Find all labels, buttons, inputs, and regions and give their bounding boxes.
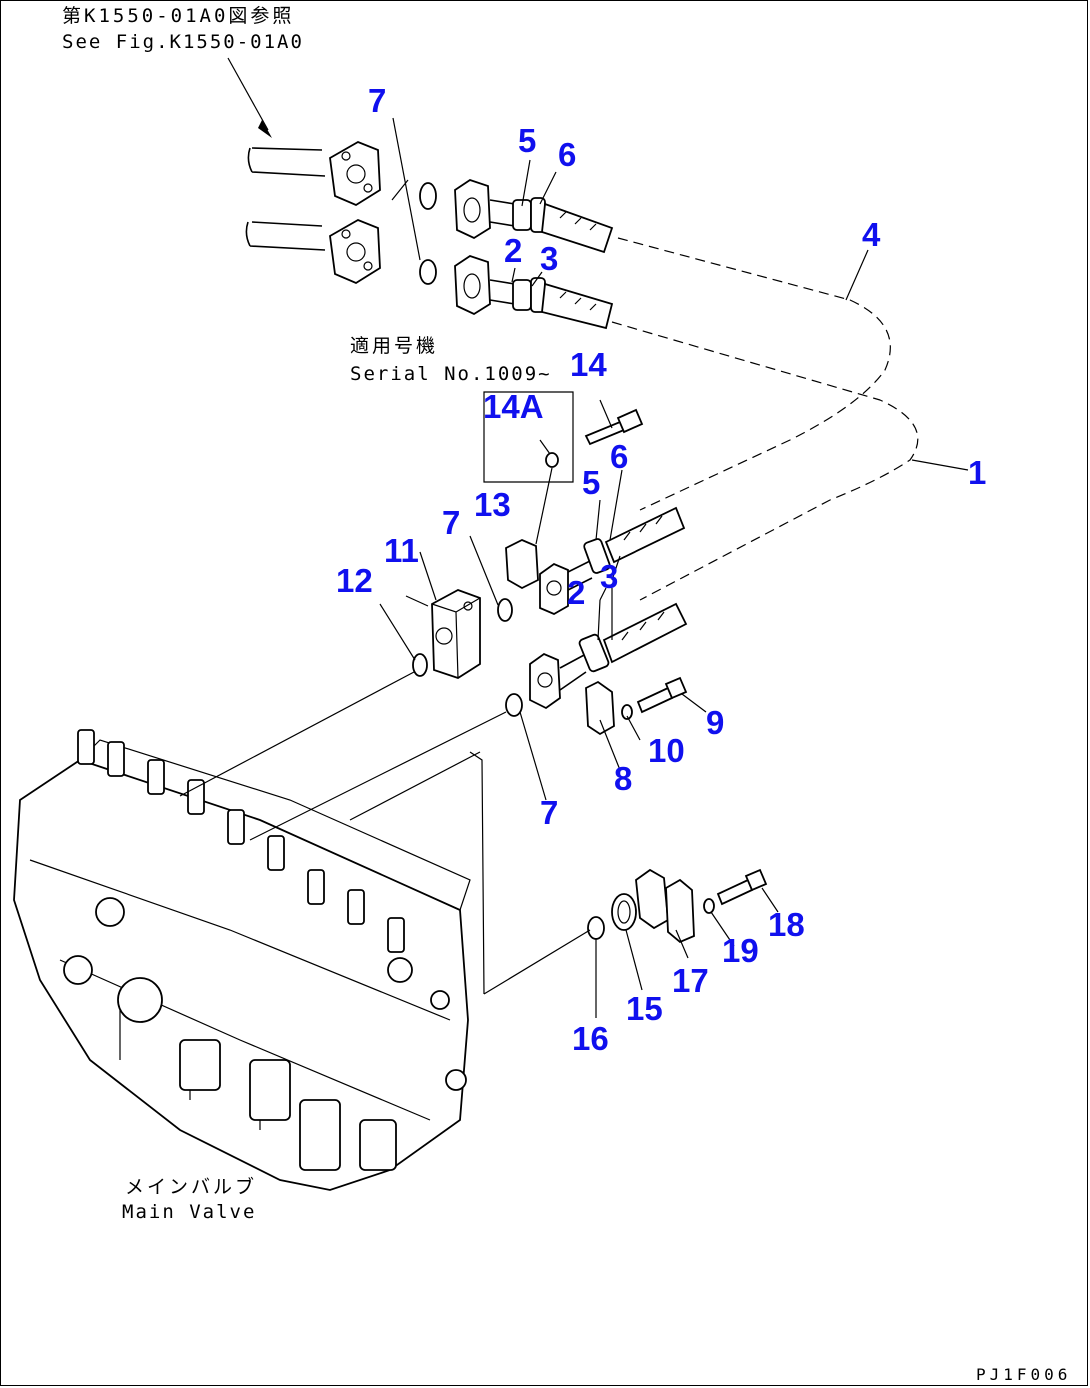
callout-5-mid: 5	[582, 464, 600, 501]
existing-pipe-lower	[245, 219, 381, 285]
callout-14: 14	[570, 346, 607, 383]
hose-fitting-upper-a	[454, 179, 614, 254]
o-ring-16	[587, 916, 605, 940]
existing-pipe-upper	[247, 141, 381, 207]
callout-7-top: 7	[368, 82, 386, 119]
main-valve-body	[13, 729, 471, 1191]
callout-5-top: 5	[518, 122, 536, 159]
callout-17: 17	[672, 962, 709, 999]
callout-6-mid: 6	[610, 438, 628, 475]
half-clamp-17a	[635, 868, 669, 930]
o-ring-7-mid	[497, 598, 513, 622]
o-ring-12	[412, 653, 428, 677]
bolt-18	[716, 868, 768, 906]
callout-7-low: 7	[540, 794, 558, 831]
callout-8: 8	[614, 760, 632, 797]
half-clamp-13	[505, 539, 539, 590]
callout-3-mid: 3	[600, 558, 618, 595]
hose-fitting-lower-b	[529, 602, 688, 710]
leader-lines	[379, 159, 969, 1018]
callout-13: 13	[474, 486, 511, 523]
washer-10	[621, 704, 633, 720]
fig-ref-en: See Fig.K1550-01A0	[62, 31, 304, 53]
callout-14A: 14A	[483, 388, 544, 425]
callout-19: 19	[722, 932, 759, 969]
washer-19	[703, 898, 715, 914]
main-valve-jp: メインバルブ	[125, 1175, 257, 1198]
kit-14A-box	[483, 391, 574, 545]
block-11	[431, 589, 481, 679]
o-ring-upper	[391, 117, 437, 285]
main-valve-en: Main Valve	[122, 1201, 256, 1223]
callout-2-mid: 2	[567, 574, 585, 611]
serial-en: Serial No.1009~	[350, 363, 552, 385]
hose-fitting-upper-b	[454, 255, 614, 330]
hose-4-path	[617, 237, 891, 511]
callout-18: 18	[768, 906, 805, 943]
serial-jp: 適用号機	[350, 335, 438, 357]
fig-ref-jp: 第K1550-01A0図参照	[62, 5, 294, 27]
callout-12: 12	[336, 562, 373, 599]
callout-9: 9	[706, 704, 724, 741]
reference-arrow	[227, 57, 272, 138]
ring-15	[611, 893, 637, 931]
callout-11: 11	[384, 532, 419, 569]
bolt-9	[636, 676, 688, 714]
phantom-connection-lines	[179, 671, 591, 995]
figure-code: PJ1F006	[976, 1365, 1071, 1384]
callout-4: 4	[862, 216, 881, 253]
hose-1-path	[611, 321, 919, 601]
callout-1: 1	[968, 454, 986, 491]
callout-15: 15	[626, 990, 663, 1027]
hose-fitting-lower-a	[539, 506, 686, 616]
callout-16: 16	[572, 1020, 609, 1057]
bolt-14	[584, 399, 644, 446]
callout-3-top: 3	[540, 240, 558, 277]
half-clamp-17b	[665, 878, 695, 944]
callout-7-mid: 7	[442, 504, 460, 541]
half-clamp-8	[585, 680, 615, 736]
callout-6-top: 6	[558, 136, 576, 173]
callouts: 7 5 6 2 3 4 14 14A 6 5 1 13 7 11 12 2 3 …	[336, 82, 986, 1057]
callout-10: 10	[648, 732, 685, 769]
o-ring-7-low	[505, 693, 523, 717]
callout-2-top: 2	[504, 232, 522, 269]
